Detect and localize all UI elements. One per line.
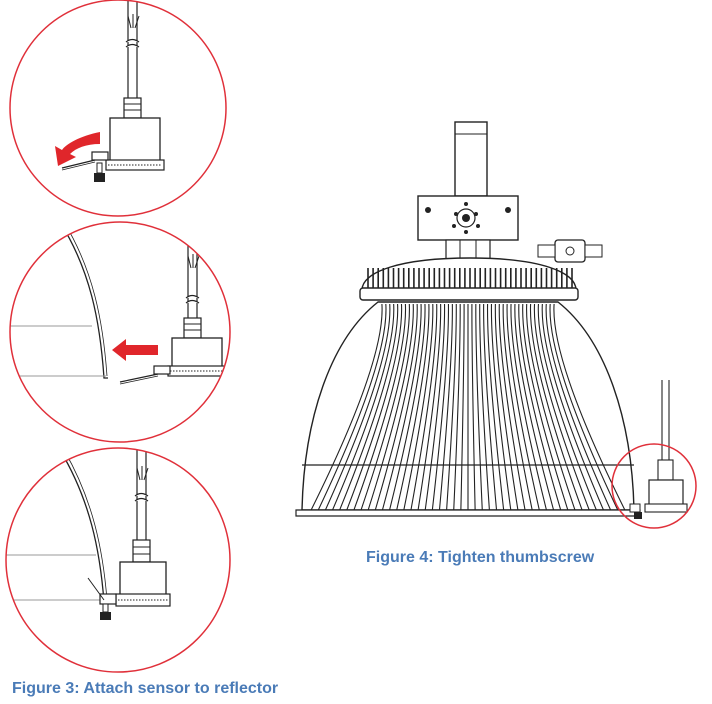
reflector-rib bbox=[417, 303, 442, 511]
reflector-rib bbox=[367, 303, 414, 511]
reflector-rib bbox=[522, 303, 569, 511]
reflector-rib bbox=[310, 303, 383, 511]
figure-3-caption: Figure 3: Attach sensor to reflector bbox=[12, 680, 279, 697]
reflector-rib bbox=[460, 303, 465, 511]
reflector-rib bbox=[502, 303, 533, 511]
reflector-rib bbox=[360, 303, 410, 511]
reflector-rib bbox=[446, 303, 457, 511]
reflector-rib bbox=[514, 303, 555, 511]
highbay-fixture bbox=[295, 121, 697, 529]
reflector-rib bbox=[453, 303, 461, 511]
reflector-rib bbox=[553, 303, 626, 511]
reflector-rib bbox=[510, 303, 547, 511]
reflector-rib bbox=[317, 303, 387, 511]
reflector-rib bbox=[431, 303, 450, 511]
reflector-rib bbox=[479, 303, 490, 511]
reflector-rib bbox=[339, 303, 399, 511]
reflector-rib bbox=[529, 303, 583, 511]
reflector-rib bbox=[545, 303, 612, 511]
reflector-rib bbox=[486, 303, 505, 511]
reflector-rib bbox=[537, 303, 597, 511]
reflector-rib bbox=[410, 303, 438, 511]
reflector-rib bbox=[541, 303, 604, 511]
reflector-rib bbox=[498, 303, 526, 511]
reflector-rib bbox=[475, 303, 483, 511]
reflector-rib bbox=[381, 303, 422, 511]
left-arrow-icon bbox=[112, 339, 158, 361]
reflector-rib bbox=[549, 303, 619, 511]
reflector-rib bbox=[346, 303, 403, 511]
reflector-rib bbox=[438, 303, 453, 511]
reflector-rib bbox=[490, 303, 512, 511]
step3-detail bbox=[5, 447, 231, 673]
reflector-rib bbox=[374, 303, 418, 511]
reflector-rib bbox=[403, 303, 434, 511]
rotate-arrow-icon bbox=[55, 132, 100, 166]
reflector-rib bbox=[332, 303, 395, 511]
reflector-rib bbox=[424, 303, 446, 511]
reflector-rib bbox=[533, 303, 590, 511]
step1-detail bbox=[9, 0, 227, 217]
reflector-rib bbox=[526, 303, 576, 511]
reflector-rib bbox=[471, 303, 476, 511]
reflector-rib bbox=[389, 303, 426, 511]
figure-4-caption: Figure 4: Tighten thumbscrew bbox=[366, 549, 595, 566]
reflector-rib bbox=[483, 303, 498, 511]
reflector-rib bbox=[353, 303, 407, 511]
reflector-rib bbox=[518, 303, 562, 511]
reflector-rib bbox=[494, 303, 519, 511]
reflector-rib bbox=[506, 303, 540, 511]
reflector-rib bbox=[324, 303, 391, 511]
reflector-rib bbox=[396, 303, 430, 511]
step2-detail bbox=[9, 221, 231, 443]
